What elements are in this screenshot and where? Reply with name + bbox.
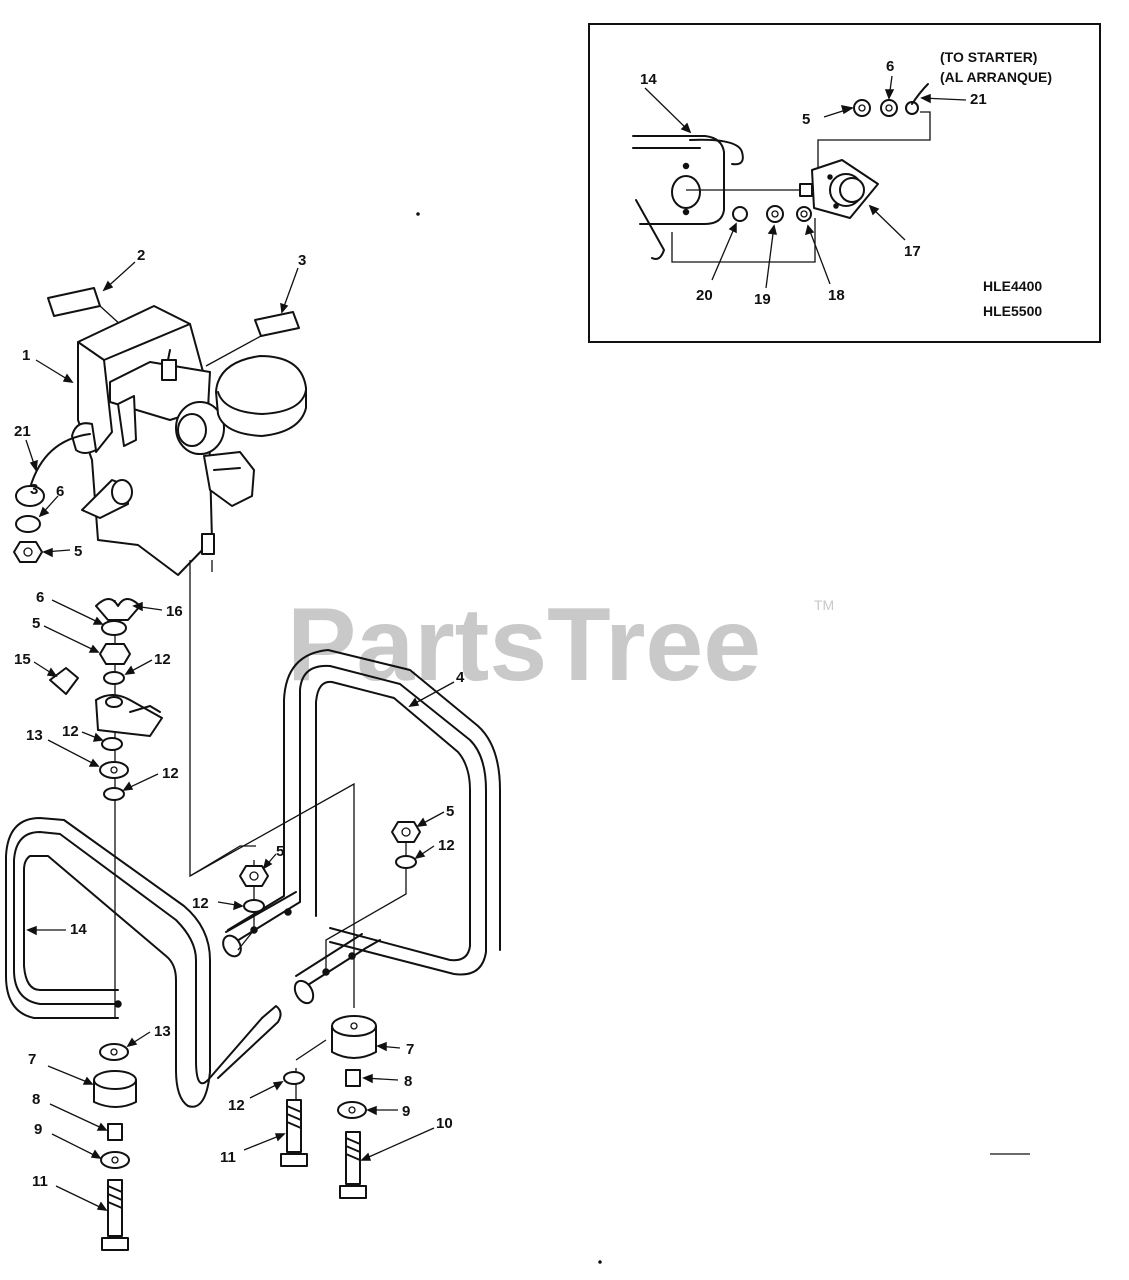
callout-3-b: 3 <box>30 481 38 498</box>
callout-14: 14 <box>640 71 657 88</box>
callout-9-a: 9 <box>34 1121 42 1138</box>
spacer-8-left <box>107 1123 123 1141</box>
decal-2 <box>47 287 101 317</box>
engine-elbow <box>203 451 255 507</box>
callout-17: 17 <box>904 243 921 260</box>
watermark: PartsTree TM <box>287 587 834 703</box>
callout-5-e: 5 <box>276 843 284 860</box>
frame-14-outer <box>13 831 263 1085</box>
callout-21: 21 <box>970 91 987 108</box>
decal-3 <box>254 311 300 337</box>
callout-12-e: 12 <box>192 895 209 912</box>
nut-5-right <box>391 821 421 843</box>
frame-14-inner <box>5 817 211 1108</box>
leader-arrows <box>25 261 455 1211</box>
callout-16: 16 <box>166 603 183 620</box>
nut-5-mid <box>239 865 269 887</box>
bolt-11-left <box>107 1179 123 1237</box>
callout-6-b: 6 <box>56 483 64 500</box>
callout-8-a: 8 <box>32 1091 40 1108</box>
inset-nut-19 <box>766 205 784 223</box>
callout-5-c: 5 <box>32 615 40 632</box>
washer-6-top <box>15 515 41 533</box>
inset-washer-6 <box>880 99 898 117</box>
model-hle5500: HLE5500 <box>983 303 1042 319</box>
inset-note-line1: (TO STARTER) <box>940 49 1037 65</box>
inset-nut-5 <box>853 99 871 117</box>
callout-6: 6 <box>886 58 894 75</box>
nut-5 <box>99 643 131 665</box>
callout-5-d: 5 <box>446 803 454 820</box>
spark-plug <box>161 359 177 381</box>
lock-washer-12-right <box>395 855 417 869</box>
inset-note-line2: (AL ARRANQUE) <box>940 69 1052 85</box>
ground-wire-21 <box>29 433 91 489</box>
callout-12-a: 12 <box>154 651 171 668</box>
washer-13-b <box>99 1043 129 1061</box>
callout-5-b: 5 <box>74 543 82 560</box>
callout-5: 5 <box>802 111 810 128</box>
watermark-text: PartsTree <box>287 587 761 703</box>
inset-mount-plate <box>632 135 725 225</box>
washer-9-left <box>100 1151 130 1169</box>
callout-12-d: 12 <box>438 837 455 854</box>
watermark-trademark: TM <box>814 597 834 613</box>
nut-5-top <box>13 541 43 563</box>
callout-14: 14 <box>70 921 87 938</box>
callout-2: 2 <box>137 247 145 264</box>
wing-nut-16 <box>95 598 141 621</box>
bracket-15 <box>49 667 79 695</box>
inset-plate-hole <box>671 175 701 209</box>
callout-21: 21 <box>14 423 31 440</box>
inset-border <box>588 23 1101 343</box>
callout-11-b: 11 <box>220 1149 236 1166</box>
lock-washer-12-low <box>283 1071 305 1085</box>
callout-20: 20 <box>696 287 713 304</box>
starter-inset: (TO STARTER) (AL ARRANQUE) HLE4400 HLE55… <box>588 23 1101 343</box>
callout-6-c: 6 <box>36 589 44 606</box>
inset-washer-18 <box>796 206 812 222</box>
lock-washer-12-mid <box>243 899 265 913</box>
ground-terminal <box>15 485 45 507</box>
callout-12-c: 12 <box>162 765 179 782</box>
callout-15: 15 <box>14 651 31 668</box>
engine-assembly <box>13 287 307 878</box>
frame-4-outer <box>231 664 487 976</box>
callout-4: 4 <box>456 669 465 686</box>
washer-9-right <box>337 1101 367 1119</box>
lock-washer-12-b <box>101 737 123 751</box>
lock-washer-12-c <box>103 787 125 801</box>
callout-1: 1 <box>22 347 30 364</box>
callout-13: 13 <box>26 727 43 744</box>
left-mount-stack <box>49 598 163 1251</box>
lock-washer-12-a <box>103 671 125 685</box>
right-hardware <box>239 821 421 1199</box>
callout-8-b: 8 <box>404 1073 412 1090</box>
callout-13-b: 13 <box>154 1023 171 1040</box>
spacer-8-right <box>345 1069 361 1087</box>
washer-13 <box>99 761 129 779</box>
main-callouts: 2 3 1 21 3 6 5 6 16 5 12 15 12 13 12 4 5… <box>14 247 465 1190</box>
model-hle4400: HLE4400 <box>983 278 1042 294</box>
frame-tubes <box>5 649 501 1134</box>
callout-10: 10 <box>436 1115 453 1132</box>
callout-11-a: 11 <box>32 1173 48 1190</box>
callout-12-f: 12 <box>228 1097 245 1114</box>
callout-12-b: 12 <box>62 723 79 740</box>
callout-7-b: 7 <box>406 1041 414 1058</box>
inset-terminal-21 <box>905 101 919 115</box>
callout-9-b: 9 <box>402 1103 410 1120</box>
callout-7-a: 7 <box>28 1051 36 1068</box>
callout-3: 3 <box>298 252 306 269</box>
washer-6 <box>101 620 127 636</box>
inset-bolt-20 <box>732 206 748 222</box>
air-filter <box>215 355 307 437</box>
callout-18: 18 <box>828 287 845 304</box>
callout-19: 19 <box>754 291 771 308</box>
